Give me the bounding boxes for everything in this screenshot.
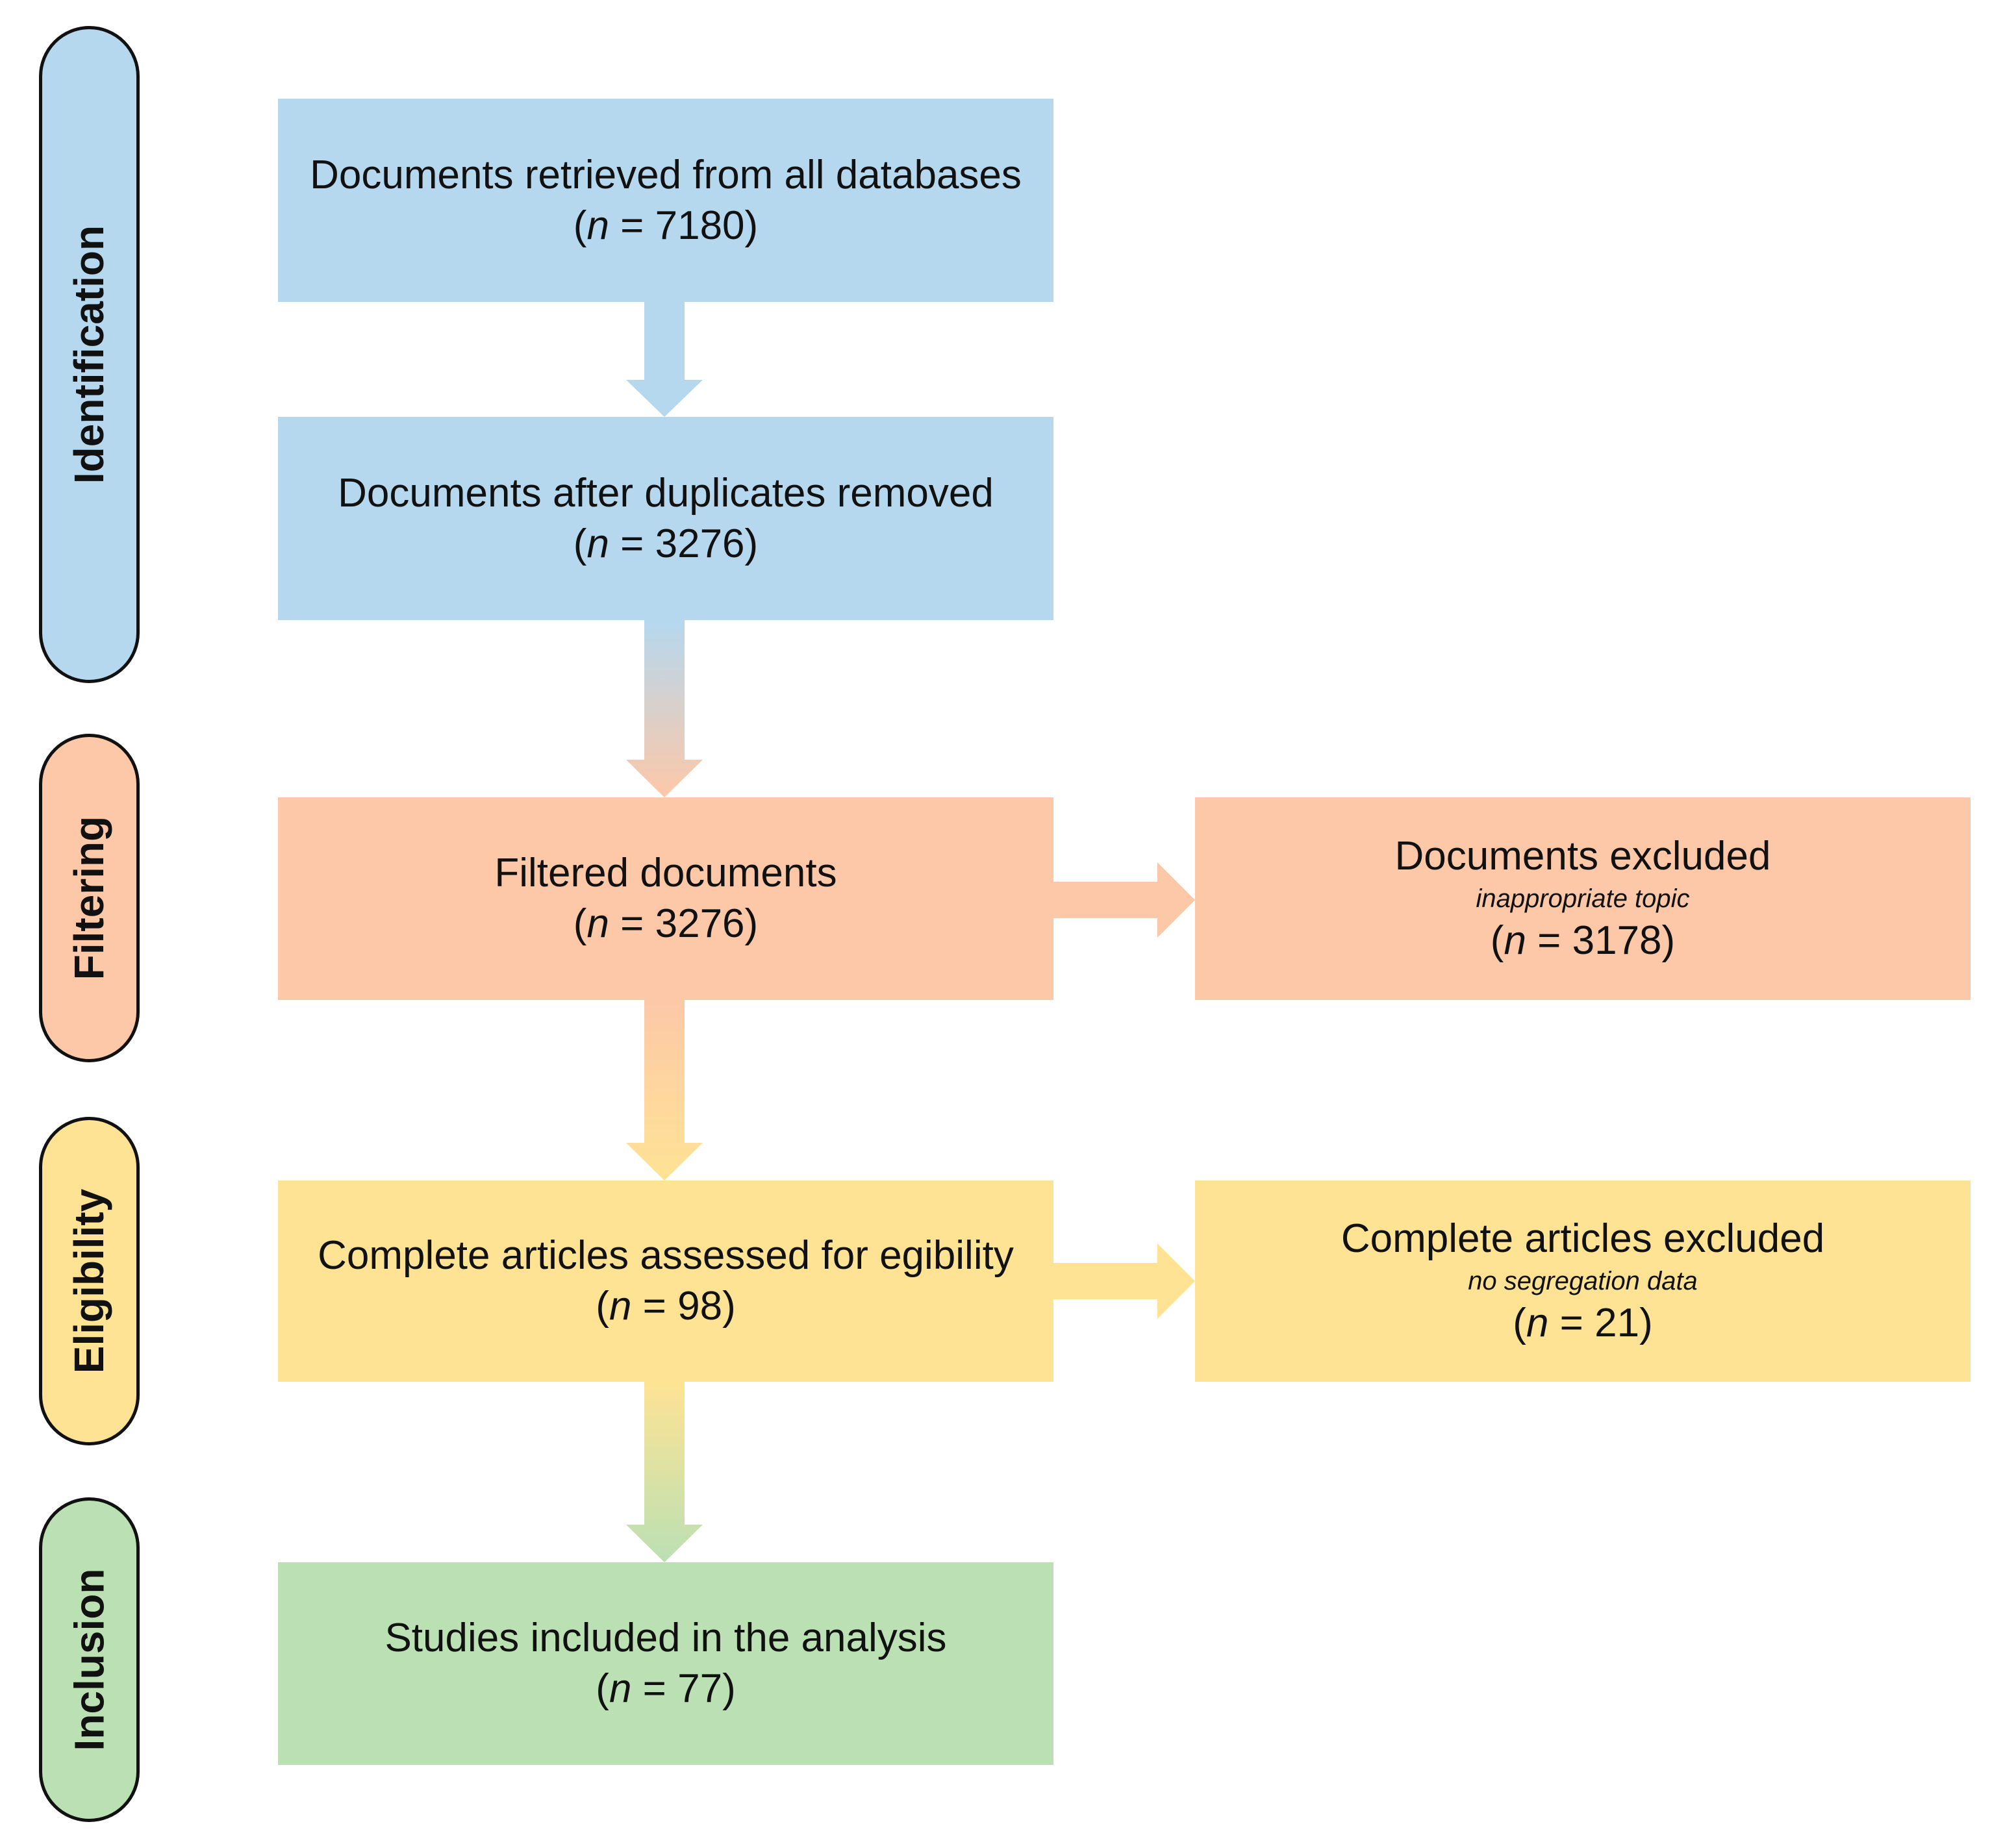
arrow-right-filtered-to-excluded	[1053, 862, 1195, 938]
box-documents-deduplicated-title: Documents after duplicates removed	[338, 470, 994, 516]
box-articles-assessed-count: (n = 98)	[596, 1284, 736, 1329]
stage-identification: Identification	[39, 26, 140, 683]
box-articles-excluded: Complete articles excluded no segregatio…	[1195, 1180, 1971, 1382]
arrow-down-assessed-to-included	[626, 1382, 703, 1562]
box-documents-excluded-count: (n = 3178)	[1490, 918, 1676, 963]
box-studies-included-count: (n = 77)	[596, 1666, 736, 1711]
stage-eligibility: Eligibility	[39, 1117, 140, 1445]
box-articles-excluded-title: Complete articles excluded	[1341, 1216, 1825, 1261]
box-documents-excluded: Documents excluded inappropriate topic (…	[1195, 797, 1971, 1000]
arrow-right-assessed-to-excluded	[1053, 1243, 1195, 1319]
box-filtered-documents: Filtered documents (n = 3276)	[278, 797, 1053, 1000]
box-studies-included-title: Studies included in the analysis	[384, 1616, 947, 1660]
box-documents-excluded-note: inappropriate topic	[1476, 884, 1690, 913]
stage-filtering: Filtering	[39, 734, 140, 1062]
box-documents-excluded-title: Documents excluded	[1394, 834, 1771, 879]
box-articles-excluded-count: (n = 21)	[1513, 1301, 1653, 1345]
box-documents-retrieved-count: (n = 7180)	[573, 203, 759, 248]
box-studies-included: Studies included in the analysis (n = 77…	[278, 1562, 1053, 1765]
box-filtered-documents-count: (n = 3276)	[573, 901, 759, 946]
box-documents-retrieved: Documents retrieved from all databases (…	[278, 99, 1053, 302]
box-articles-assessed: Complete articles assessed for egibility…	[278, 1180, 1053, 1382]
box-documents-retrieved-title: Documents retrieved from all databases	[310, 152, 1022, 197]
arrow-down-deduplicated-to-filtered	[626, 620, 703, 797]
arrow-down-filtered-to-assessed	[626, 1000, 703, 1180]
box-articles-assessed-title: Complete articles assessed for egibility	[318, 1233, 1014, 1278]
arrow-down-retrieved-to-deduplicated	[626, 302, 703, 417]
box-documents-deduplicated: Documents after duplicates removed (n = …	[278, 417, 1053, 620]
box-articles-excluded-note: no segregation data	[1468, 1267, 1698, 1295]
box-documents-deduplicated-count: (n = 3276)	[573, 521, 759, 566]
box-filtered-documents-title: Filtered documents	[494, 851, 837, 895]
stage-inclusion: Inclusion	[39, 1497, 140, 1822]
